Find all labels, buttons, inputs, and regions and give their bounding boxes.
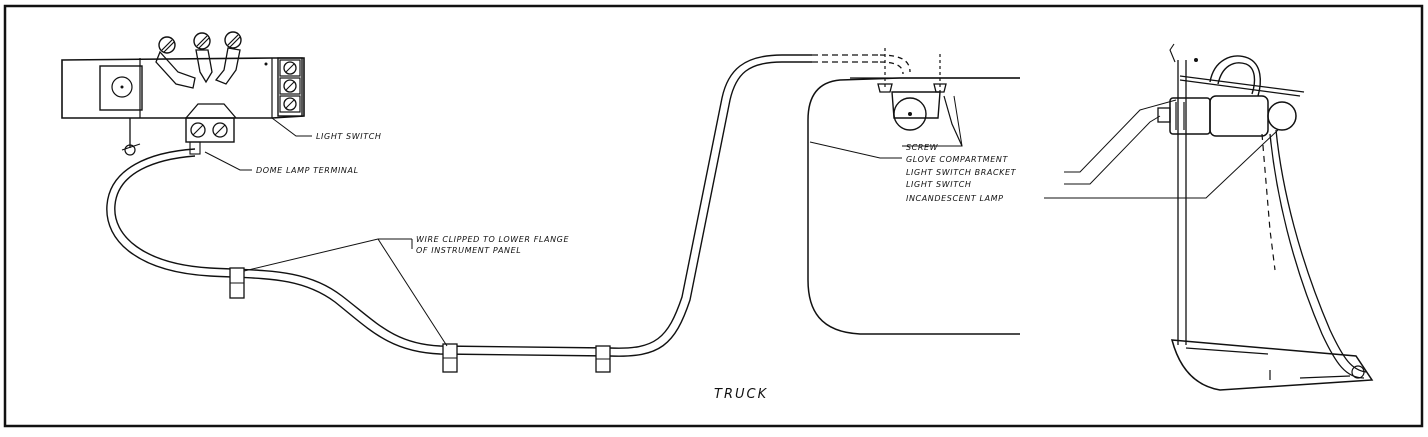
diagram-border — [3, 4, 1424, 428]
kick-panel-switch — [1157, 43, 1374, 391]
label-wire-clipped-line1: WIRE CLIPPED TO LOWER FLANGE — [416, 235, 569, 244]
label-incandescent-lamp: INCANDESCENT LAMP — [906, 194, 1004, 203]
right-terminals — [264, 57, 303, 117]
label-dome-lamp-terminal: DOME LAMP TERMINAL — [256, 166, 359, 175]
top-terminals — [155, 31, 242, 89]
label-light-switch: LIGHT SWITCH — [316, 132, 382, 141]
label-screw: SCREW — [906, 143, 939, 152]
bottom-terminals — [185, 103, 237, 155]
label-light-switch-bracket: LIGHT SWITCH BRACKET — [906, 168, 1017, 177]
leader-lines — [204, 95, 1279, 347]
light-switch-assembly — [61, 31, 305, 156]
glove-compartment — [807, 48, 1020, 335]
label-wire-clipped-line2: OF INSTRUMENT PANEL — [416, 246, 521, 255]
label-glove-compartment: GLOVE COMPARTMENT — [906, 155, 1008, 164]
caption-truck: TRUCK — [714, 387, 768, 402]
wire-harness — [106, 54, 911, 373]
label-light-switch-2: LIGHT SWITCH — [906, 180, 972, 189]
